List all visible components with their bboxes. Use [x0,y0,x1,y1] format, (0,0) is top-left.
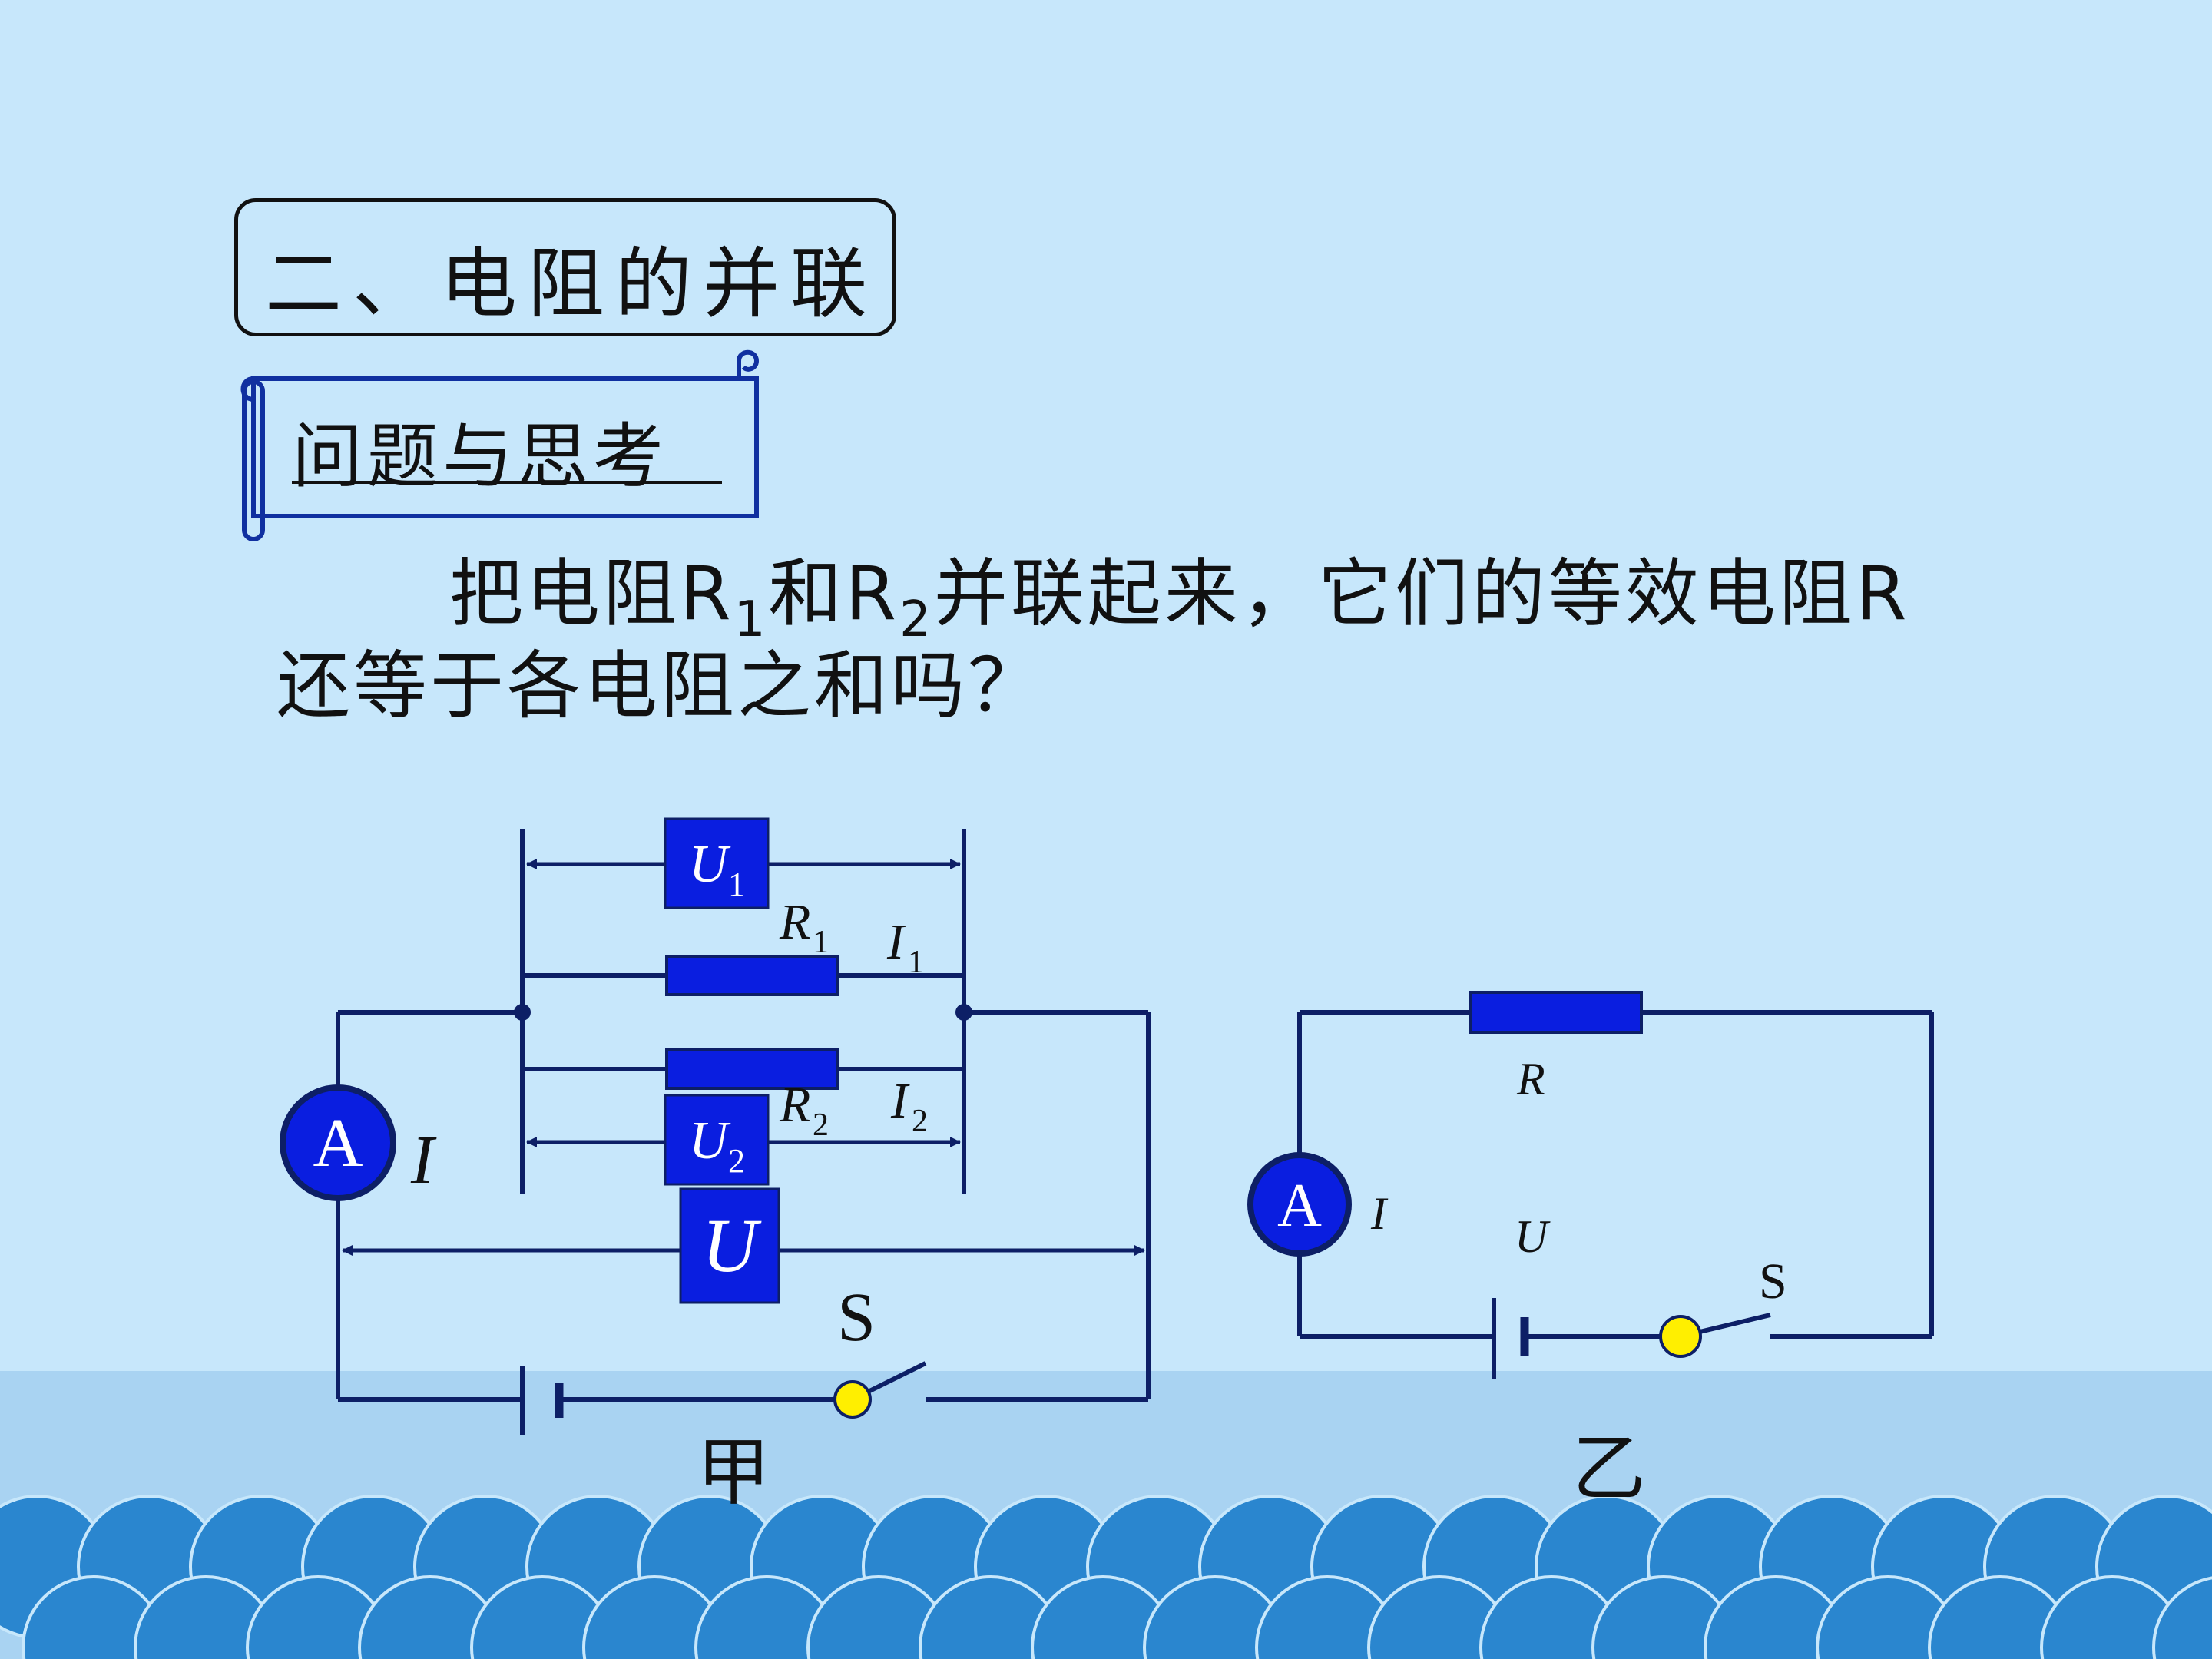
ammeter-jia [280,1084,396,1201]
u1-box [664,817,770,909]
caption-jia: 甲 [697,1429,770,1515]
ammeter-yi-label: A [1277,1172,1322,1240]
resistor-r [1469,991,1643,1034]
i1-label: I [886,914,906,970]
question-sub-2: 2 [899,591,934,648]
question-sub-1: 1 [733,591,769,648]
question-text-c: 并联起来，它们的等效电阻R [933,551,1910,637]
u-total-box [679,1187,780,1304]
u1-subscript: 1 [728,866,745,903]
i2-label: I [890,1073,910,1129]
wave-decoration [0,1495,2212,1659]
u2-label: U [689,1111,731,1171]
caption-yi: 乙 [1572,1426,1646,1512]
node-left [514,1004,531,1021]
u2-box [664,1094,770,1186]
scroll-label: 问题与思考 [292,416,669,498]
switch-yi-pivot [1659,1315,1702,1358]
i1-subscript: 1 [908,945,924,980]
r1-subscript: 1 [813,925,829,960]
question-text-a: 把电阻R [449,551,734,637]
node-right [955,1004,972,1021]
voltage-yi-label: U [1515,1211,1551,1262]
resistor-r1 [665,955,839,996]
wave-scallop [2152,1576,2212,1659]
u1-label: U [689,835,731,894]
u-total-label: U [702,1203,762,1288]
r2-label: R [779,1077,810,1133]
ammeter-yi [1247,1152,1352,1257]
question-text-b: 和R [768,551,900,637]
u2-subscript: 2 [728,1142,745,1180]
scroll-banner [240,349,760,541]
switch-jia-label: S [837,1280,876,1356]
resistor-r-label: R [1516,1054,1545,1104]
question-line-2: 还等于各电阻之和吗？ [276,643,1045,729]
current-yi-label: I [1370,1188,1389,1239]
section-title: 二、电阻的并联 [265,239,878,329]
resistor-r2 [665,1048,839,1090]
i2-subscript: 2 [912,1104,928,1139]
question-line-1: 把电阻R1和R2并联起来，它们的等效电阻R [449,534,1910,648]
switch-yi-label: S [1759,1253,1787,1310]
switch-jia-pivot [833,1380,872,1419]
ammeter-jia-label: A [313,1105,363,1181]
r2-subscript: 2 [813,1108,829,1143]
current-total-label: I [410,1122,437,1198]
section-title-frame [234,198,896,336]
r1-label: R [779,894,810,950]
